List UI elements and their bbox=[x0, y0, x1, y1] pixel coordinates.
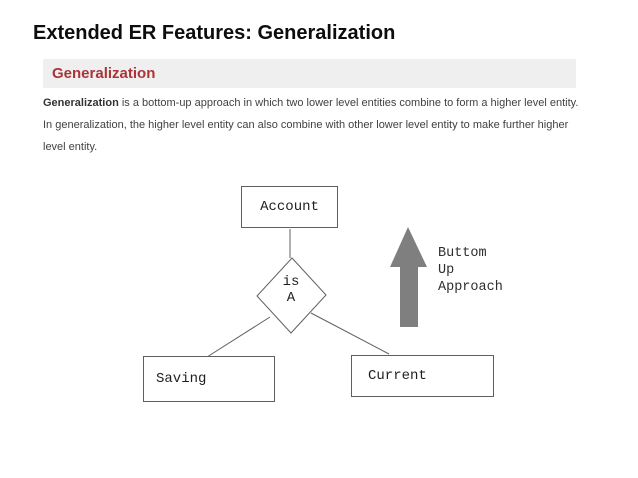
entity-account-label: Account bbox=[260, 199, 319, 215]
article-heading-bar: Generalization bbox=[43, 59, 576, 88]
entity-current: Current bbox=[351, 355, 494, 397]
slide-title: Extended ER Features: Generalization bbox=[33, 22, 396, 44]
article-body-text: is a bottom-up approach in which two low… bbox=[43, 97, 579, 153]
entity-account: Account bbox=[241, 186, 338, 228]
bottom-up-arrow-icon bbox=[390, 227, 427, 327]
article-heading: Generalization bbox=[52, 65, 156, 82]
article-term: Generalization bbox=[43, 97, 119, 109]
article-paragraph: Generalization is a bottom-up approach i… bbox=[43, 92, 623, 158]
connector-isa-saving bbox=[206, 316, 271, 358]
isa-relationship-label: is A bbox=[282, 274, 300, 306]
connector-isa-current bbox=[310, 312, 390, 355]
entity-current-label: Current bbox=[368, 368, 427, 384]
bottom-up-arrow-label: Buttom Up Approach bbox=[438, 246, 503, 295]
entity-saving: Saving bbox=[143, 356, 275, 402]
entity-saving-label: Saving bbox=[156, 371, 207, 387]
